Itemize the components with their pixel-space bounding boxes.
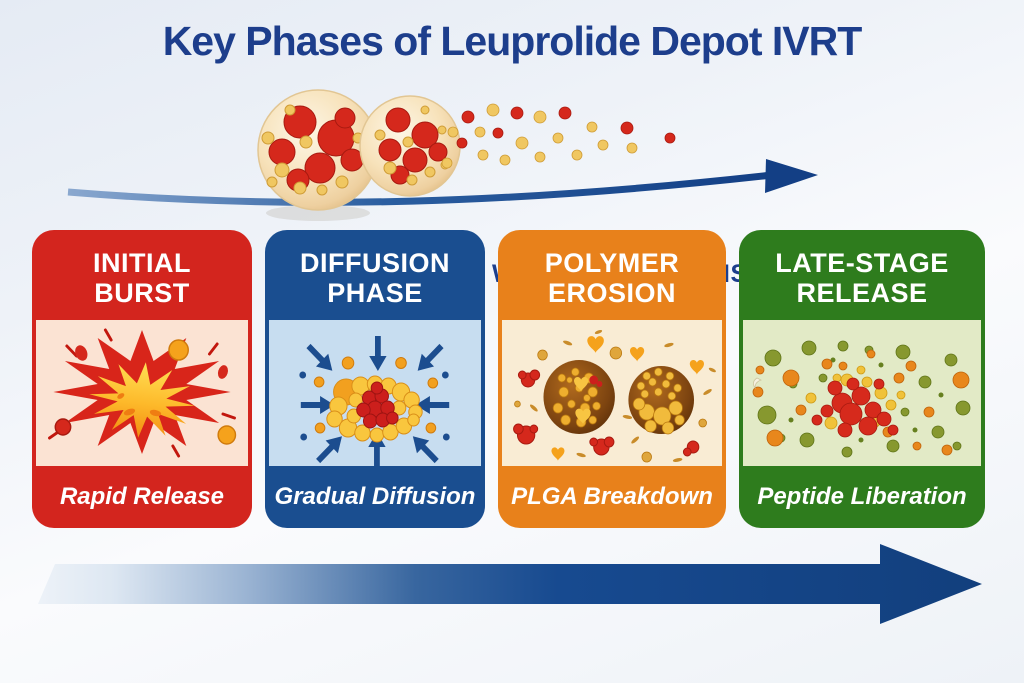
drug-clusters-red-2 [378,107,448,185]
red-droplet [217,365,228,379]
phase-card-title: LATE-STAGE RELEASE [739,230,985,320]
burst-inner-flecks [117,393,162,417]
phase-caption: Gradual Diffusion [274,483,476,510]
red-polymer-blobs [513,369,700,457]
hero-illustration: WEEKS TO MONTHS [0,80,1024,288]
timeline-swoosh-arrow [67,171,773,206]
orange-particle [217,425,237,445]
burst-speckles [48,328,236,458]
orange-particles [752,349,970,456]
green-particles [757,340,971,458]
phase-caption: PLGA Breakdown [511,483,713,510]
phase-title-line2: EROSION [547,278,677,308]
orange-heart-fragment [551,447,565,461]
phase-title-line1: POLYMER [544,247,680,278]
small-orange-dots [313,356,439,434]
timeline-arrow-shape [38,544,982,624]
phase-panel-erosion [502,320,722,466]
sphere-shadow [266,205,370,221]
burst-explosion-icon [48,328,237,458]
phase-card-diffusion-phase: DIFFUSION PHASE [265,230,485,528]
yellow-particles [805,365,906,430]
red-berry [589,375,599,385]
phase-title-line1: LATE-STAGE [775,247,949,278]
phase-card-title: DIFFUSION PHASE [265,230,485,320]
bottom-timeline-arrow [38,544,982,624]
gold-fragments [514,346,707,463]
red-droplet [75,345,88,361]
timeline-swoosh-arrowhead [765,159,818,193]
phase-caption: Peptide Liberation [757,483,967,510]
dispersed-particles-icon [752,340,971,458]
small-navy-dots [299,371,450,441]
page-title: Key Phases of Leuprolide Depot IVRT [162,18,863,64]
phase-panel-initial-burst [36,320,248,466]
phase-title-line1: DIFFUSION [300,247,450,278]
bottom-timeline: WEEKS TO MONTHS [0,540,1024,636]
phase-card-title: INITIAL BURST [32,230,252,320]
polymer-fragments-seeds [529,329,716,462]
phase-card-initial-burst: INITIAL BURST [32,230,252,528]
particle-cluster-red [356,381,399,429]
phase-caption: Rapid Release [59,483,225,510]
phase-panel-late-stage [743,320,981,466]
red-particle [54,418,72,436]
phase-card-polymer-erosion: POLYMER EROSION [498,230,726,528]
eroding-microspheres-icon [513,329,716,463]
phase-cards-row: INITIAL BURST [32,230,985,528]
phase-card-late-stage-release: LATE-STAGE RELEASE [739,230,985,528]
escaping-particles-red [456,106,676,149]
phase-title-line2: PHASE [327,278,423,308]
phase-panel-diffusion [269,320,481,466]
escaping-particles-gold [441,103,638,169]
orange-heart-fragment [587,336,604,354]
orange-heart-fragment [629,346,645,362]
red-particles-cluster [811,377,899,438]
small-dark-green-dots [788,357,944,443]
burst-inner-star [89,362,195,438]
orange-particle [168,339,189,361]
phase-title-line2: RELEASE [796,278,928,308]
phase-title-line2: BURST [94,278,190,308]
inward-arrows-particle-cluster-icon [299,336,450,466]
microspheres-releasing-particles-icon [67,89,818,221]
pale-fragment [753,377,763,390]
phase-card-title: POLYMER EROSION [498,230,726,320]
particle-cluster-gold [326,375,423,443]
red-berry [596,381,603,387]
orange-heart-fragment [689,359,705,375]
sphere-right-bumps [632,367,685,435]
sphere-left-bumps [552,367,601,428]
drug-particles-gold-2 [374,105,450,186]
phase-title-line1: INITIAL [93,247,191,278]
